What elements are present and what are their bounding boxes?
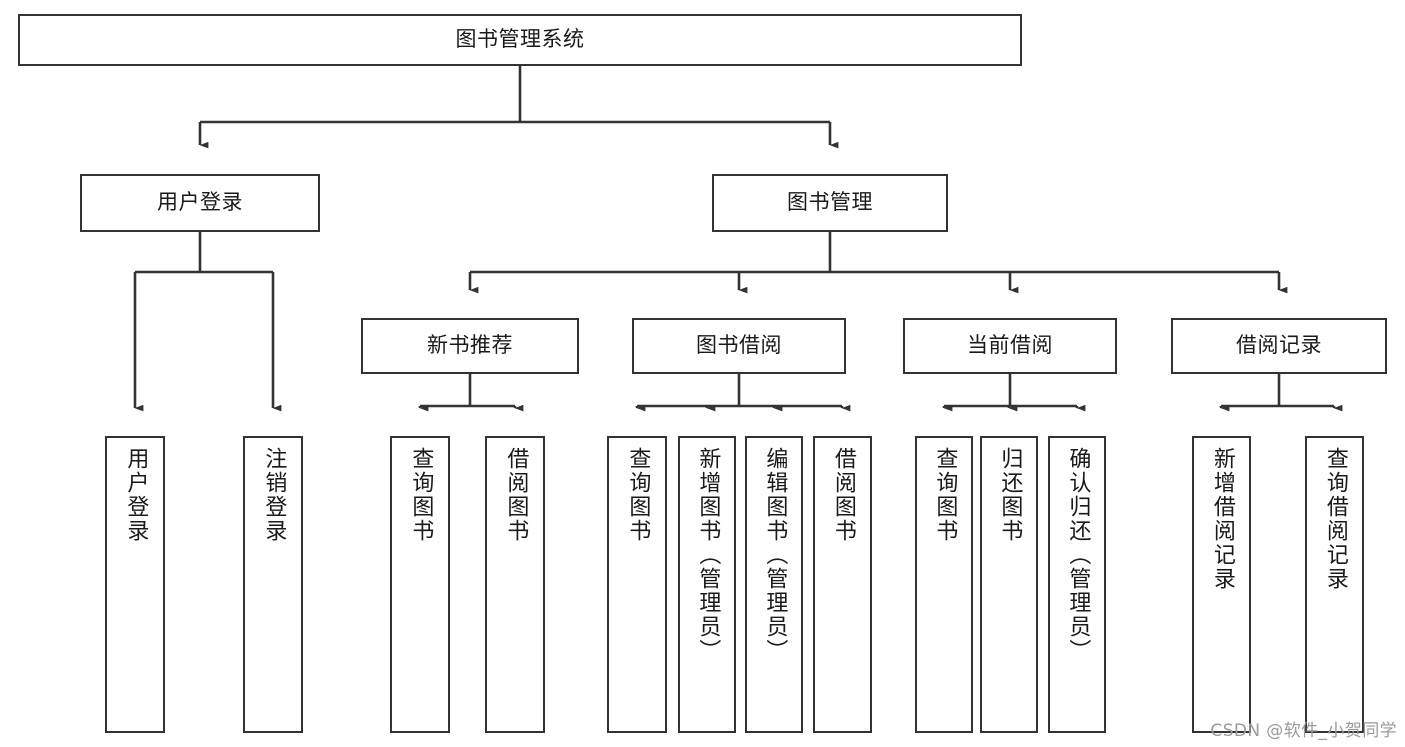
node-new-book-rec[interactable]: 新书推荐 xyxy=(361,318,579,374)
node-leaf-edit-book-label: 编辑图书（管理员） xyxy=(762,447,788,663)
node-root-label: 图书管理系统 xyxy=(455,27,585,52)
node-leaf-query-book-current-label: 查询图书 xyxy=(932,447,958,543)
node-leaf-logout-label: 注销登录 xyxy=(261,447,287,543)
watermark-text: CSDN @软件_小贺同学 xyxy=(1210,721,1397,741)
node-leaf-query-book-rec[interactable]: 查询图书 xyxy=(390,436,450,733)
node-leaf-query-book-borrow[interactable]: 查询图书 xyxy=(607,436,667,733)
node-leaf-borrow-book[interactable]: 借阅图书 xyxy=(813,436,872,733)
node-book-manage-label: 图书管理 xyxy=(787,190,873,215)
node-book-borrow-label: 图书借阅 xyxy=(696,333,782,358)
node-leaf-borrow-book-label: 借阅图书 xyxy=(830,447,856,543)
node-user-login[interactable]: 用户登录 xyxy=(80,174,320,232)
node-book-manage[interactable]: 图书管理 xyxy=(712,174,948,232)
node-borrow-record-label: 借阅记录 xyxy=(1236,333,1322,358)
node-leaf-return-book[interactable]: 归还图书 xyxy=(980,436,1038,733)
node-leaf-user-login-label: 用户登录 xyxy=(123,447,149,543)
node-leaf-user-login[interactable]: 用户登录 xyxy=(105,436,165,733)
node-root[interactable]: 图书管理系统 xyxy=(18,14,1022,66)
node-leaf-query-book-rec-label: 查询图书 xyxy=(408,447,434,543)
node-book-borrow[interactable]: 图书借阅 xyxy=(632,318,846,374)
node-leaf-borrow-book-rec[interactable]: 借阅图书 xyxy=(485,436,545,733)
node-leaf-confirm-return-label: 确认归还（管理员） xyxy=(1065,447,1091,663)
node-leaf-add-book-label: 新增图书（管理员） xyxy=(695,447,721,663)
node-current-borrow[interactable]: 当前借阅 xyxy=(903,318,1117,374)
node-borrow-record[interactable]: 借阅记录 xyxy=(1171,318,1387,374)
node-leaf-add-record[interactable]: 新增借阅记录 xyxy=(1192,436,1251,733)
node-new-book-rec-label: 新书推荐 xyxy=(427,333,513,358)
node-leaf-query-record-label: 查询借阅记录 xyxy=(1322,447,1348,591)
node-leaf-add-book[interactable]: 新增图书（管理员） xyxy=(678,436,736,733)
node-leaf-logout[interactable]: 注销登录 xyxy=(243,436,303,733)
node-leaf-confirm-return[interactable]: 确认归还（管理员） xyxy=(1048,436,1106,733)
node-leaf-add-record-label: 新增借阅记录 xyxy=(1209,447,1235,591)
node-leaf-query-record[interactable]: 查询借阅记录 xyxy=(1305,436,1364,733)
node-leaf-query-book-borrow-label: 查询图书 xyxy=(625,447,651,543)
node-current-borrow-label: 当前借阅 xyxy=(967,333,1053,358)
node-user-login-label: 用户登录 xyxy=(157,190,243,215)
node-leaf-edit-book[interactable]: 编辑图书（管理员） xyxy=(745,436,803,733)
node-leaf-return-book-label: 归还图书 xyxy=(997,447,1023,543)
node-leaf-query-book-current[interactable]: 查询图书 xyxy=(915,436,973,733)
node-leaf-borrow-book-rec-label: 借阅图书 xyxy=(503,447,529,543)
